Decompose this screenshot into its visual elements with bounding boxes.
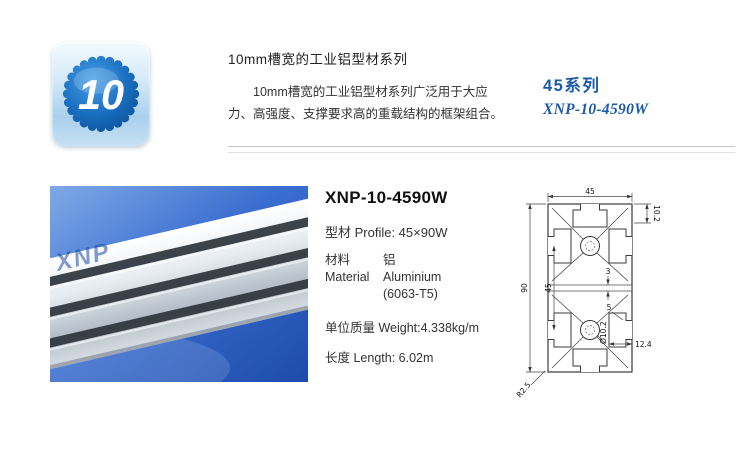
dim-bore-label: Ø10.2	[599, 321, 608, 344]
product-photo: XNP	[50, 186, 308, 382]
badge-number: 10	[78, 72, 124, 118]
badge-starburst-icon: 10	[62, 55, 140, 133]
material-label-cn: 材料	[325, 253, 351, 267]
technical-drawing: 45 10.2 90 45 3 5 Ø10.2 12.4 R2.5	[498, 186, 744, 404]
badge-gloss	[73, 67, 119, 94]
series-number-badge: 10	[52, 42, 150, 146]
product-weight: 单位质量 Weight:4.338kg/m	[325, 320, 479, 335]
series-model: XNP-10-4590W	[543, 101, 649, 118]
badge-circle	[67, 60, 135, 128]
extrusion-render: XNP	[50, 192, 308, 376]
material-value-en: Aluminium	[383, 269, 442, 284]
extrusion-bottom-edge	[50, 293, 308, 376]
series-block: 45系列 XNP-10-4590W	[543, 72, 648, 119]
dim-width-label: 45	[585, 187, 595, 196]
dim-wall-label: 3	[606, 267, 611, 276]
series-name: 45系列	[543, 77, 601, 95]
product-info: XNP-10-4590W 型材 Profile: 45×90W 材料 Mater…	[325, 188, 503, 366]
material-labels: 材料 Material	[325, 252, 383, 303]
t-slots	[547, 203, 633, 373]
product-model: XNP-10-4590W	[325, 188, 448, 207]
extrusion-channels	[50, 210, 308, 355]
dim-radius-label: R2.5	[515, 380, 533, 399]
material-value-spec: (6063-T5)	[383, 286, 438, 301]
product-profile-spec: 型材 Profile: 45×90W	[325, 225, 448, 240]
badge-scallop-edge	[62, 55, 140, 133]
material-values: 铝 Aluminium (6063-T5)	[383, 252, 441, 303]
product-length: 长度 Length: 6.02m	[325, 350, 434, 365]
profile-cross-section-svg: 45 10.2 90 45 3 5 Ø10.2 12.4 R2.5	[515, 187, 661, 399]
aluminium-profile-photo: XNP	[50, 186, 308, 382]
extrusion-channel-highlights	[50, 219, 308, 359]
material-label-en: Material	[325, 269, 370, 284]
separator-line-top	[228, 146, 735, 147]
header-title: 10mm槽宽的工业铝型材系列	[228, 52, 408, 67]
extrusion-top-highlight	[50, 192, 308, 276]
dim-slot-opening-label: 5	[607, 303, 612, 312]
dimension-lines	[526, 193, 651, 386]
dim-height-label: 90	[520, 283, 529, 293]
material-value-cn: 铝	[383, 253, 396, 267]
dim-half-label: 45	[544, 283, 553, 293]
product-material: 材料 Material 铝 Aluminium (6063-T5)	[325, 252, 503, 303]
dim-slot-depth-label: 12.4	[635, 340, 652, 349]
header-description: 10mm槽宽的工业铝型材系列广泛用于大应力、高强度、支撑要求高的重载结构的框架组…	[228, 85, 504, 121]
dim-slot-top-label: 10.2	[652, 205, 661, 222]
profile-outline	[547, 203, 633, 373]
separator-line-bottom	[228, 152, 735, 153]
